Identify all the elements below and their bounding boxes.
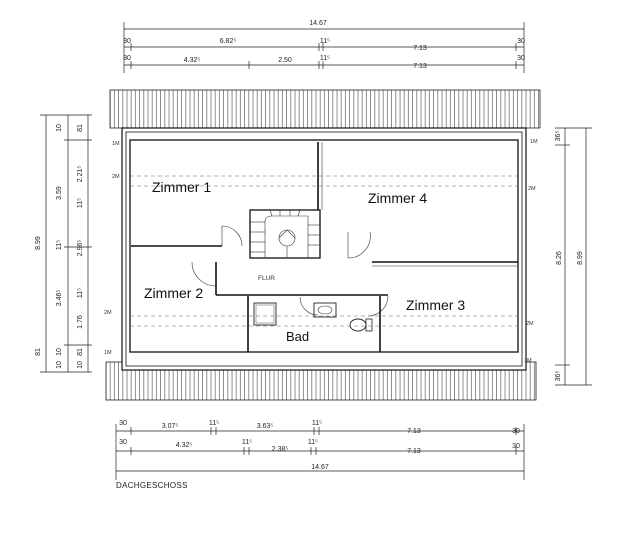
room-labels: Zimmer 1 Zimmer 4 Zimmer 2 Zimmer 3 Bad … xyxy=(144,179,465,344)
roof-overhang-top xyxy=(109,89,541,129)
height-mark-2: 2M xyxy=(104,310,112,316)
dim-left-sub-0: 10 xyxy=(56,361,63,369)
dim-top-r1-1: 6.82⁵ xyxy=(220,38,237,45)
dim-left-outer-0: 8.99 xyxy=(35,236,42,250)
room-label-zimmer-2: Zimmer 2 xyxy=(144,285,203,301)
height-mark-0: 1M xyxy=(112,141,120,147)
dim-left-inner-5: 1.76 xyxy=(77,315,84,329)
dim-top-r2-4: 7.13 xyxy=(413,63,427,70)
dim-bottom-r1-4: 11⁵ xyxy=(312,420,322,427)
plan-caption: DACHGESCHOSS xyxy=(116,481,188,490)
room-label-zimmer-3: Zimmer 3 xyxy=(406,297,465,313)
dim-top-total: 14.67 xyxy=(309,20,327,27)
dim-left-outer-1: 81 xyxy=(35,348,42,356)
doors xyxy=(191,225,389,317)
dim-right-1: 8.26 xyxy=(556,251,563,265)
dim-left-inner-1: 2.21⁵ xyxy=(77,166,84,183)
height-mark-5: 2M xyxy=(528,186,536,192)
dim-left-mid-0: 10 xyxy=(56,124,63,132)
height-mark-4: 1M xyxy=(530,139,538,145)
dim-bottom-r1-6: 30 xyxy=(512,428,520,435)
dim-left-mid-2: 11⁵ xyxy=(56,240,63,250)
dim-right-2: 8.99 xyxy=(577,251,584,265)
dim-bottom-r2-0: 30 xyxy=(119,439,127,446)
dimension-bottom: 30 3.07⁵ 11⁵ 3.63⁵ 11⁵ 7.13 30 30 4.32⁵ … xyxy=(115,420,525,480)
height-mark-6: 2M xyxy=(526,321,534,327)
height-mark-7: 1M xyxy=(524,358,532,364)
height-mark-3: 1M xyxy=(104,350,112,356)
dim-top-r1-4: 30 xyxy=(517,38,525,45)
dim-left-sub-1: 10 xyxy=(77,361,84,369)
dim-top-r1-0: 30 xyxy=(123,38,131,45)
room-label-flur: FLUR xyxy=(258,275,275,282)
dim-bottom-r1-1: 3.07⁵ xyxy=(162,423,179,430)
dim-left-inner-3: 2.96⁵ xyxy=(77,240,84,257)
room-label-bad: Bad xyxy=(286,329,309,344)
dim-top-r2-0: 30 xyxy=(123,55,131,62)
dim-left-mid-3: 3.46⁵ xyxy=(56,290,63,307)
dim-left-mid-4: 10 xyxy=(56,348,63,356)
dim-bottom-r2-2: 11⁵ xyxy=(242,439,252,446)
staircase xyxy=(249,209,321,259)
dim-bottom-r2-4: 11⁵ xyxy=(308,439,318,446)
dim-top-r1-2: 11⁵ xyxy=(320,38,330,45)
dim-bottom-r2-6: 30 xyxy=(512,443,520,450)
dim-left-inner-0: 81 xyxy=(77,124,84,132)
dimension-top: 14.67 30 6.82⁵ 11⁵ 7.13 30 30 4.32⁵ 2.50… xyxy=(123,20,525,73)
height-mark-1: 2M xyxy=(112,174,120,180)
room-label-zimmer-4: Zimmer 4 xyxy=(368,190,427,206)
dim-left-inner-4: 11⁵ xyxy=(77,288,84,298)
outer-walls xyxy=(121,127,527,371)
dim-bottom-r1-0: 30 xyxy=(119,420,127,427)
dim-top-r2-2: 2.50 xyxy=(278,57,292,64)
roof-slope-lines xyxy=(130,175,518,327)
dim-left-mid-1: 3.59 xyxy=(56,186,63,200)
dim-bottom-r2-1: 4.32⁵ xyxy=(176,442,193,449)
dim-bottom-r2-5: 7.13 xyxy=(407,448,421,455)
dim-bottom-r1-5: 7.13 xyxy=(407,428,421,435)
dim-right-0: 36⁵ xyxy=(555,131,562,142)
dimension-right: 36⁵ 8.26 8.99 36⁵ xyxy=(555,127,592,386)
dim-right-3: 36⁵ xyxy=(555,371,562,382)
dim-left-inner-6: 81 xyxy=(77,348,84,356)
dim-top-r2-1: 4.32⁵ xyxy=(184,57,201,64)
dim-bottom-r1-3: 3.63⁵ xyxy=(257,423,274,430)
washbasin xyxy=(313,302,337,318)
dim-bottom-r2-3: 2.38⁵ xyxy=(272,446,289,453)
dim-bottom-r1-2: 11⁵ xyxy=(209,420,219,427)
dim-top-r1-3: 7.13 xyxy=(413,45,427,52)
bathroom-fixtures xyxy=(253,302,373,332)
room-label-zimmer-1: Zimmer 1 xyxy=(152,179,211,195)
shower-tray xyxy=(253,302,277,326)
height-marks: 1M 2M 2M 1M 1M 2M 2M 1M xyxy=(104,139,538,364)
dim-left-inner-2: 11⁵ xyxy=(77,198,84,208)
dim-top-r2-3: 11⁵ xyxy=(320,55,330,62)
dim-top-r2-5: 30 xyxy=(517,55,525,62)
dim-bottom-total: 14.67 xyxy=(311,464,329,471)
dimension-left: 8.99 81 10 3.59 11⁵ 3.46⁵ 10 81 2.21⁵ 11… xyxy=(35,114,92,373)
interior-walls xyxy=(131,142,518,352)
